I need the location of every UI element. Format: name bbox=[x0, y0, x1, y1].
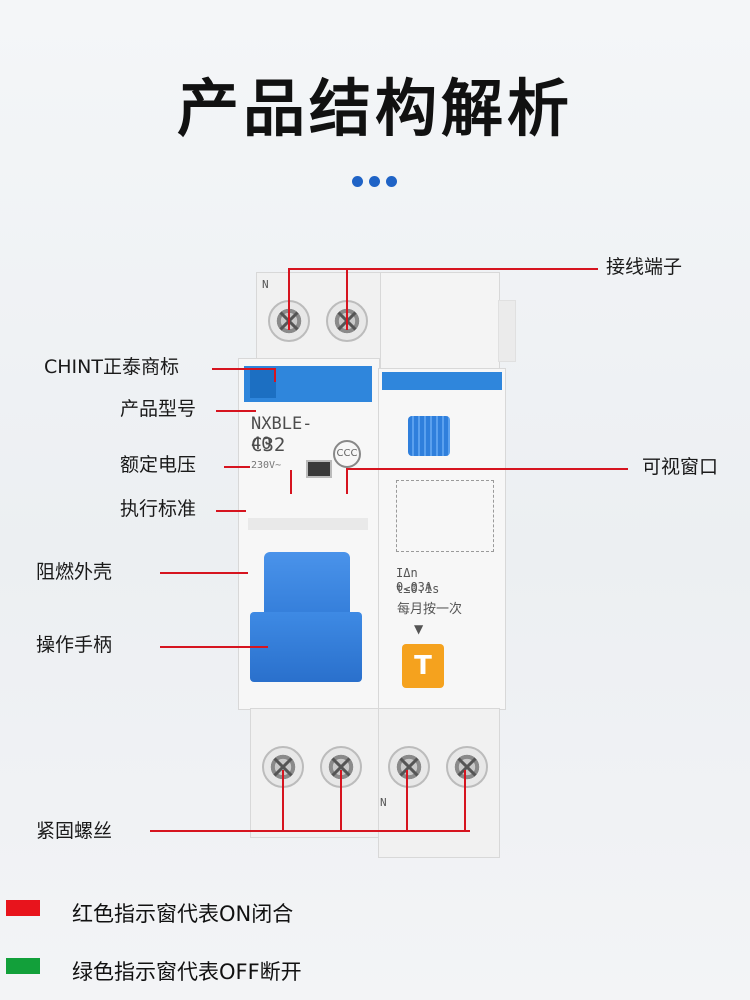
legend-green-text: 绿色指示窗代表OFF断开 bbox=[72, 960, 302, 984]
callout-line bbox=[274, 368, 276, 382]
callout-line bbox=[216, 410, 256, 412]
model-text: NXBLE-40 bbox=[251, 414, 313, 454]
callout-line bbox=[216, 510, 246, 512]
label-handle: 操作手柄 bbox=[36, 634, 113, 656]
callout-line bbox=[160, 572, 248, 574]
callout-line bbox=[406, 770, 408, 830]
callout-line bbox=[224, 466, 250, 468]
title-dots bbox=[352, 172, 403, 191]
wiring-diagram bbox=[396, 480, 494, 552]
top-terminal-block-right bbox=[380, 272, 500, 370]
callout-line bbox=[340, 770, 342, 830]
label-screws: 紧固螺丝 bbox=[36, 820, 113, 842]
dot bbox=[369, 176, 380, 187]
standard-strip bbox=[248, 518, 368, 530]
callout-line bbox=[346, 268, 348, 330]
leakage-current: IΔn 0.03A bbox=[396, 566, 433, 594]
test-button[interactable]: T bbox=[402, 644, 444, 688]
dot bbox=[386, 176, 397, 187]
label-brand: CHINT正泰商标 bbox=[44, 356, 179, 378]
callout-line bbox=[290, 470, 292, 494]
callout-line bbox=[150, 830, 470, 832]
callout-line bbox=[282, 770, 284, 830]
legend-green-swatch bbox=[6, 958, 40, 974]
chint-logo bbox=[250, 370, 276, 398]
callout-line bbox=[464, 770, 466, 830]
legend-red-text: 红色指示窗代表ON闭合 bbox=[72, 902, 294, 926]
voltage-text: 230V~ bbox=[251, 460, 282, 471]
dot bbox=[352, 176, 363, 187]
label-model: 产品型号 bbox=[120, 398, 197, 420]
label-window: 可视窗口 bbox=[642, 456, 719, 478]
monthly-test-note: 每月按一次 bbox=[397, 602, 463, 617]
label-standard: 执行标准 bbox=[120, 498, 197, 520]
ccc-icon: CCC bbox=[333, 440, 361, 468]
operating-handle[interactable] bbox=[250, 612, 362, 682]
din-clip bbox=[498, 300, 516, 362]
rating-text: C32 bbox=[251, 434, 286, 456]
label-voltage: 额定电压 bbox=[120, 454, 197, 476]
label-shell: 阻燃外壳 bbox=[36, 561, 113, 583]
terminal-n-mark-bottom: N bbox=[380, 796, 387, 809]
callout-line bbox=[160, 646, 268, 648]
label-terminal: 接线端子 bbox=[606, 256, 683, 278]
arrow-down-icon: ▼ bbox=[414, 622, 424, 636]
rcd-reset-button[interactable] bbox=[408, 416, 450, 456]
terminal-n-mark: N bbox=[262, 278, 269, 291]
rcd-brand-strip bbox=[382, 372, 502, 390]
callout-line bbox=[346, 468, 348, 494]
page-title: 产品结构解析 bbox=[176, 72, 573, 145]
callout-line bbox=[288, 268, 598, 270]
terminal-screw[interactable] bbox=[388, 746, 430, 788]
callout-line bbox=[212, 368, 274, 370]
legend-red-swatch bbox=[6, 900, 40, 916]
trip-time: t≤0.1s bbox=[396, 582, 440, 596]
callout-line bbox=[346, 468, 628, 470]
callout-line bbox=[288, 268, 290, 330]
indicator-window bbox=[306, 460, 332, 478]
terminal-screw[interactable] bbox=[446, 746, 488, 788]
